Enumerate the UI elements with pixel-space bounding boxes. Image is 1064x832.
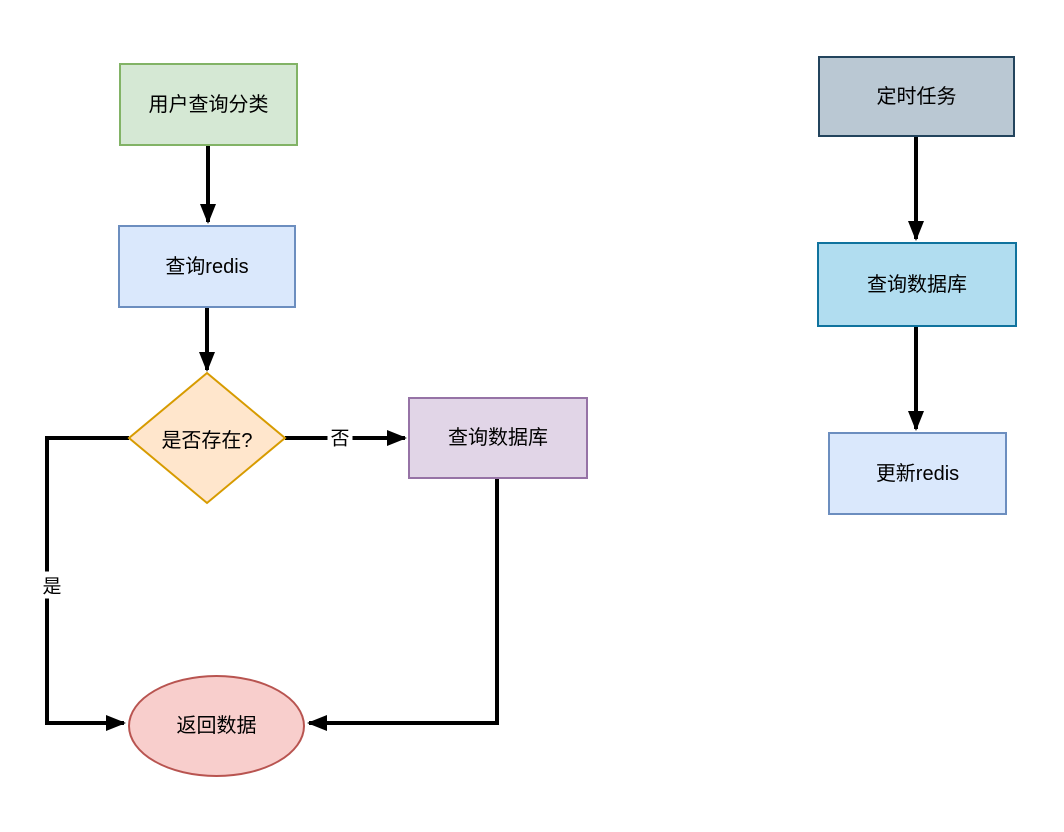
- node-label: 用户查询分类: [148, 93, 269, 116]
- edge-query-db-to-return: [307, 479, 499, 731]
- node-label: 是否存在?: [161, 429, 253, 452]
- node-label: 定时任务: [876, 85, 957, 108]
- node-scheduled-task: 定时任务: [818, 56, 1015, 137]
- node-label: 查询数据库: [867, 273, 967, 296]
- node-query-database-right: 查询数据库: [817, 242, 1017, 327]
- node-exists-decision: 是否存在?: [127, 371, 287, 505]
- edge-label-no: 否: [327, 423, 353, 451]
- edge-label-yes: 是: [39, 571, 65, 599]
- node-label: 查询redis: [165, 255, 249, 278]
- node-query-database-left: 查询数据库: [408, 397, 588, 479]
- decision-diamond-shape: [127, 371, 287, 505]
- decision-diamond-polygon: [127, 371, 287, 505]
- node-update-redis: 更新redis: [828, 432, 1007, 515]
- node-query-redis: 查询redis: [118, 225, 296, 308]
- node-label: 更新redis: [875, 462, 960, 485]
- node-user-query-category: 用户查询分类: [119, 63, 298, 146]
- node-label: 查询数据库: [448, 427, 548, 449]
- node-return-data: 返回数据: [128, 675, 305, 777]
- node-label: 返回数据: [176, 715, 257, 737]
